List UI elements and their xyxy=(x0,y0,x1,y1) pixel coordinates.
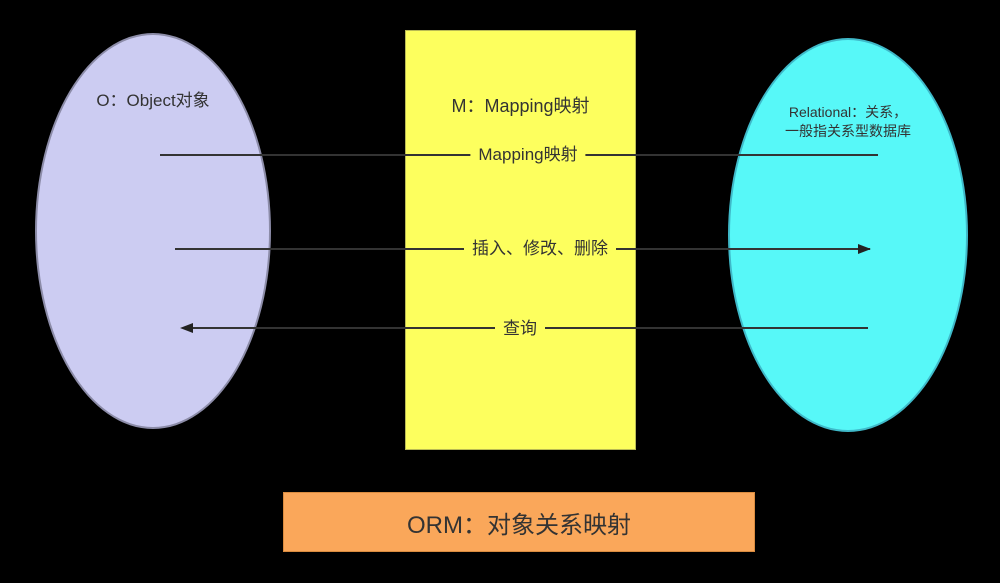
query-line-label: 查询 xyxy=(495,318,545,340)
object-ellipse-label: O：Object对象 xyxy=(96,91,210,110)
mapping-rect-label: M：Mapping映射 xyxy=(451,96,590,116)
insert-update-delete-line-label: 插入、修改、删除 xyxy=(464,238,616,260)
relational-ellipse xyxy=(728,38,968,432)
relational-ellipse-label: Relational：关系， 一般指关系型数据库 xyxy=(728,103,968,141)
object-ellipse xyxy=(35,33,271,429)
orm-title-text: ORM：对象关系映射 xyxy=(407,511,631,539)
relational-label-line1: Relational：关系， xyxy=(788,104,908,120)
relational-label-line2: 一般指关系型数据库 xyxy=(785,123,911,139)
orm-title-banner: ORM：对象关系映射 xyxy=(283,492,755,552)
mapping-line-label: Mapping映射 xyxy=(470,144,586,166)
